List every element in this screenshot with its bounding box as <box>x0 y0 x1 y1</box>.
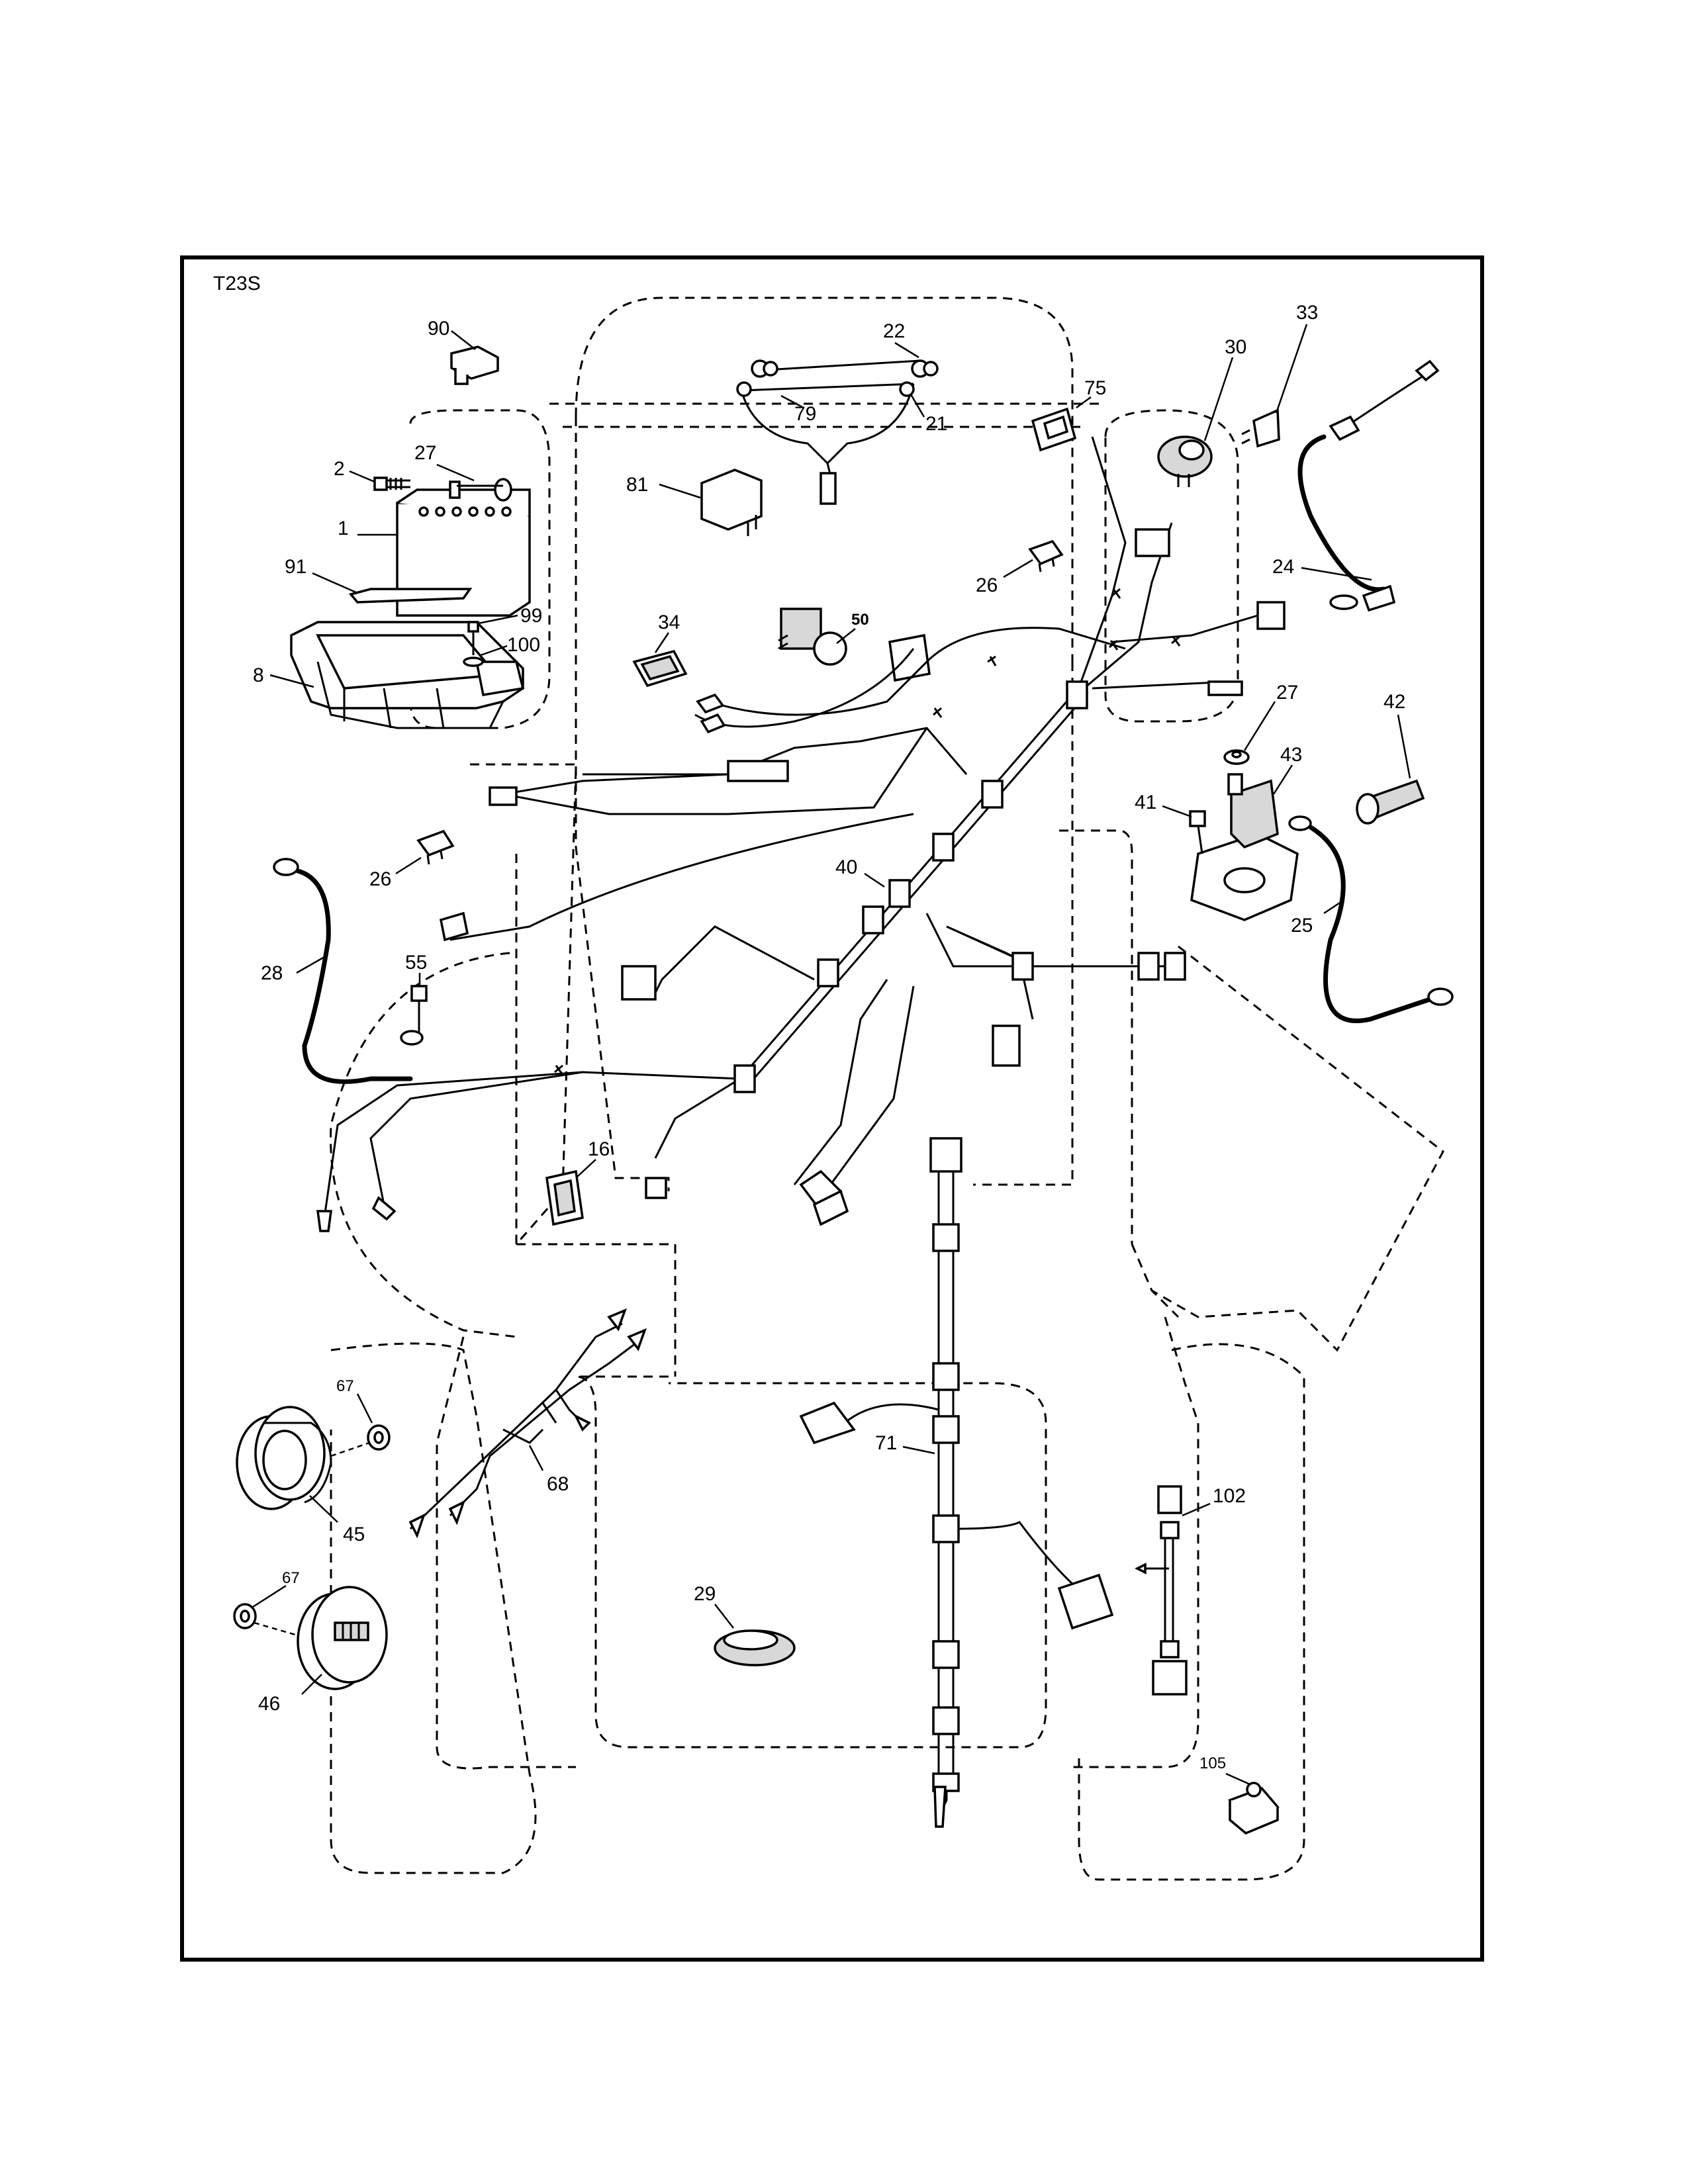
callout-67-lower: 67 <box>282 1569 300 1587</box>
battery-tray-part <box>290 621 525 729</box>
callout-90: 90 <box>428 318 449 340</box>
callout-91: 91 <box>285 556 306 578</box>
callout-26-upper: 26 <box>976 574 998 596</box>
solenoid-bolt-part <box>1189 810 1206 854</box>
fuse-part-upper <box>1028 539 1064 572</box>
callout-43: 43 <box>1280 744 1302 766</box>
callout-40: 40 <box>835 856 857 878</box>
callout-22: 22 <box>883 320 905 342</box>
ground-cable-part-25 <box>1288 815 1454 1023</box>
callout-2: 2 <box>334 458 345 480</box>
seat-switch-part <box>545 1169 584 1226</box>
callout-50: 50 <box>851 611 869 629</box>
gauge-harness-part <box>408 1308 647 1539</box>
key-part <box>1241 408 1280 448</box>
battery-cable-part-24 <box>1297 359 1440 612</box>
callout-99: 99 <box>520 605 542 627</box>
callout-24: 24 <box>1272 556 1294 578</box>
diagram-code: T23S <box>213 273 261 295</box>
pto-switch-part <box>632 649 688 688</box>
gauge-part <box>236 1406 332 1510</box>
terminal-boot-part <box>1356 779 1425 825</box>
tractor-outline <box>330 296 1444 1881</box>
knob-switch-part <box>778 608 847 666</box>
callout-42: 42 <box>1383 691 1405 713</box>
nut-part-27 <box>1223 749 1250 765</box>
callout-34: 34 <box>658 612 680 633</box>
solenoid-part <box>1190 773 1299 921</box>
callout-68: 68 <box>547 1473 569 1495</box>
main-wiring-harness-part <box>316 436 1286 1232</box>
ignition-switch-part <box>1157 435 1213 487</box>
tray-bolt-part <box>463 621 484 667</box>
interlock-harness-part <box>1135 1485 1188 1696</box>
callout-25: 25 <box>1291 915 1313 936</box>
fuse-part-lower <box>416 829 455 865</box>
callout-1: 1 <box>338 518 349 539</box>
callout-100: 100 <box>507 634 540 656</box>
callout-79: 79 <box>794 403 816 425</box>
callout-46: 46 <box>258 1693 280 1715</box>
rear-harness-part <box>799 1137 1114 1828</box>
plunger-switch-part <box>1228 1782 1280 1835</box>
callout-27-top: 27 <box>414 442 436 464</box>
callout-28: 28 <box>261 962 283 984</box>
relay-part <box>700 469 763 536</box>
callout-71: 71 <box>875 1432 897 1454</box>
callout-26-lower: 26 <box>369 868 391 890</box>
callout-41: 41 <box>1135 792 1156 813</box>
grommet-part <box>714 1629 796 1666</box>
callout-45: 45 <box>343 1524 365 1545</box>
headlight-harness-part <box>736 359 939 505</box>
callout-75: 75 <box>1084 377 1106 399</box>
callout-55: 55 <box>405 952 427 974</box>
bumper-block-part <box>450 345 499 385</box>
callout-27-lower: 27 <box>1276 682 1298 704</box>
callout-81: 81 <box>626 474 648 496</box>
battery-cable-part-28 <box>273 858 413 1084</box>
callout-29: 29 <box>694 1583 716 1605</box>
battery-bolt-part <box>373 477 410 491</box>
callout-8: 8 <box>253 664 264 686</box>
callout-105: 105 <box>1199 1754 1226 1772</box>
gauge-nut-upper <box>367 1424 391 1451</box>
gauge-nut-lower <box>233 1603 257 1629</box>
callout-16: 16 <box>588 1138 610 1160</box>
hour-meter-part <box>297 1586 388 1690</box>
switch-part-75 <box>1031 407 1077 452</box>
callout-30: 30 <box>1225 336 1246 358</box>
battery-part <box>396 478 531 617</box>
diagram-frame <box>180 255 1484 1962</box>
hold-down-strap-part <box>348 588 473 604</box>
ground-bolt-part <box>400 985 428 1046</box>
callout-102: 102 <box>1213 1485 1246 1507</box>
callout-33: 33 <box>1296 302 1318 324</box>
callout-21: 21 <box>925 413 947 435</box>
callout-67-upper: 67 <box>336 1377 354 1395</box>
